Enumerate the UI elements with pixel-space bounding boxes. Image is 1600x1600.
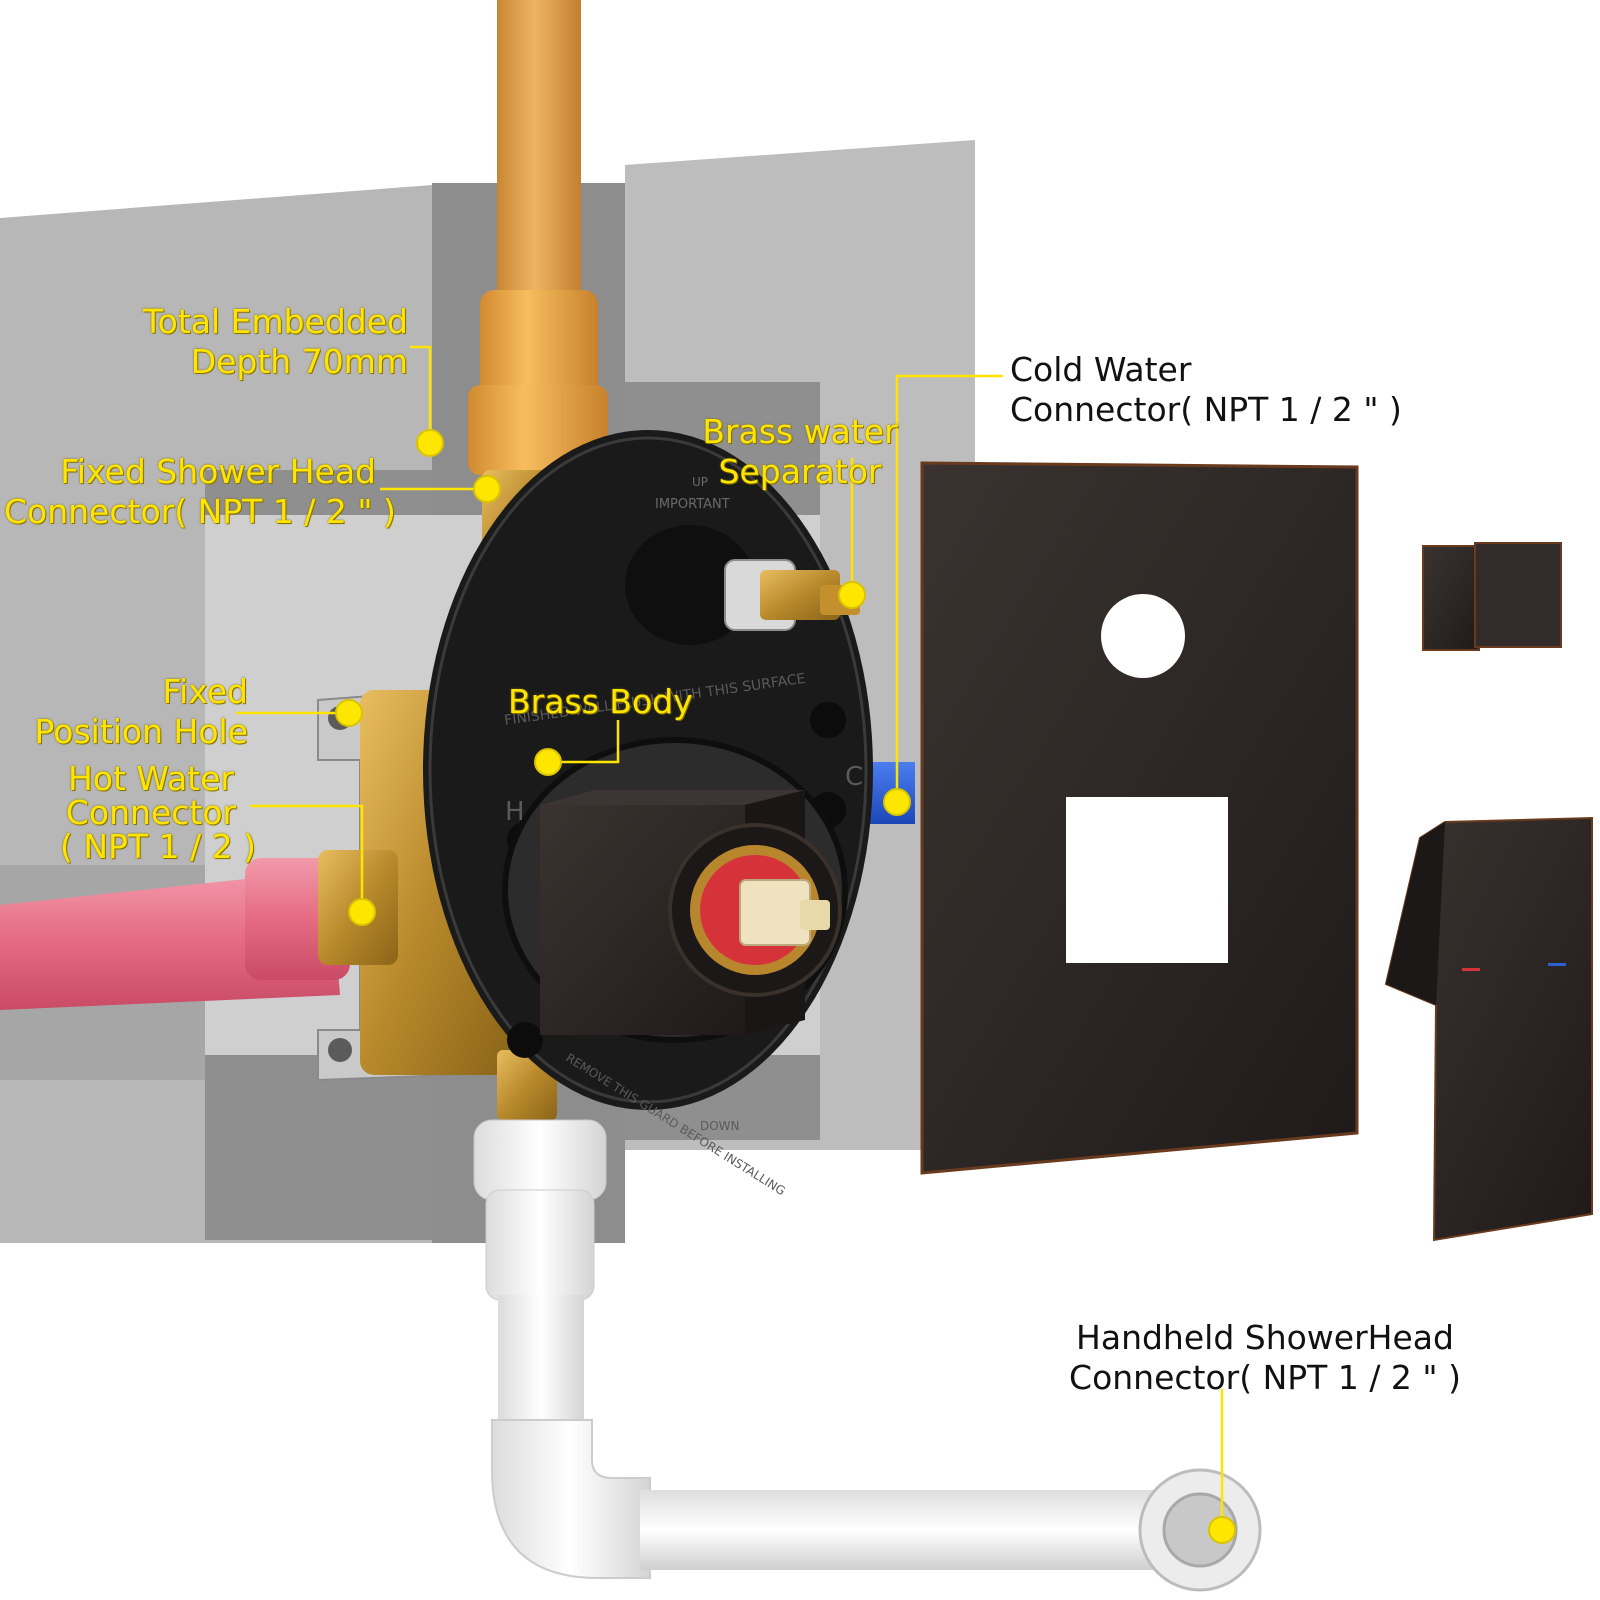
dot-brass-body [534, 748, 562, 776]
label-separator: Brass water Separator [700, 412, 900, 492]
label-cold-water-line1: Cold Water [1010, 350, 1192, 389]
guard-text-up: UP [692, 475, 708, 489]
guard-text-important: IMPORTANT [655, 497, 730, 512]
label-fixed-shower-line1: Fixed Shower Head [60, 452, 376, 491]
label-fixed-hole: Fixed Position Hole [20, 672, 248, 752]
hot-indicator [1462, 968, 1480, 971]
mixing-cartridge [540, 790, 842, 1035]
white-fitting-mid [485, 1189, 595, 1301]
label-hot-water: Hot Water Connector ( NPT 1 / 2 ) [60, 759, 257, 866]
dot-cold-water [883, 788, 911, 816]
label-handheld-line2: Connector( NPT 1 / 2 " ) [1069, 1358, 1461, 1397]
label-hot-water-line3: ( NPT 1 / 2 ) [60, 827, 257, 866]
dot-hot-water [348, 898, 376, 926]
cold-indicator [1548, 963, 1566, 966]
guard-text-down: DOWN [700, 1119, 740, 1133]
label-total-depth: Total Embedded Depth 70mm [130, 302, 408, 382]
dot-total-depth [416, 429, 444, 457]
guard-text-cold: C [845, 762, 863, 792]
label-fixed-hole-line2: Position Hole [34, 712, 248, 751]
dot-fixed-shower [473, 475, 501, 503]
guard-text-hot: H [505, 797, 525, 827]
white-fitting-top [473, 1119, 607, 1201]
label-brass-body-line1: Brass Body [508, 682, 693, 721]
label-handheld: Handheld ShowerHead Connector( NPT 1 / 2… [1065, 1318, 1465, 1398]
white-elbow [491, 1419, 651, 1579]
label-brass-body: Brass Body [508, 682, 693, 722]
label-cold-water-line2: Connector( NPT 1 / 2 " ) [1010, 390, 1402, 429]
trim-plate [920, 461, 1359, 1175]
trim-plate-round-hole [1101, 594, 1185, 678]
trim-plate-square-hole [1066, 797, 1228, 963]
label-hot-water-line1: Hot Water [68, 759, 234, 798]
diverter-knob [1422, 542, 1562, 651]
orange-fitting-top [480, 290, 598, 400]
label-total-depth-line2: Depth 70mm [190, 342, 408, 381]
white-pipe-horizontal [640, 1490, 1185, 1570]
marker-dots [335, 429, 1236, 1544]
label-fixed-shower: Fixed Shower Head Connector( NPT 1 / 2 "… [4, 452, 396, 532]
leader-lines [236, 345, 1224, 1530]
label-separator-line1: Brass water [702, 412, 898, 451]
dot-fixed-hole [335, 699, 363, 727]
dot-handheld [1208, 1516, 1236, 1544]
bracket-hole-bottom [328, 1038, 352, 1062]
label-fixed-hole-line1: Fixed [162, 672, 248, 711]
label-total-depth-line1: Total Embedded [143, 302, 408, 341]
label-fixed-shower-line2: Connector( NPT 1 / 2 " ) [4, 492, 396, 531]
label-handheld-line1: Handheld ShowerHead [1076, 1318, 1454, 1357]
label-separator-line2: Separator [718, 452, 882, 491]
dot-separator [838, 581, 866, 609]
lever-handle [1384, 816, 1593, 1242]
orange-pipe [497, 0, 581, 300]
label-cold-water: Cold Water Connector( NPT 1 / 2 " ) [1010, 350, 1410, 430]
diverter-cartridge [625, 525, 860, 645]
label-hot-water-line2: Connector [65, 793, 237, 832]
